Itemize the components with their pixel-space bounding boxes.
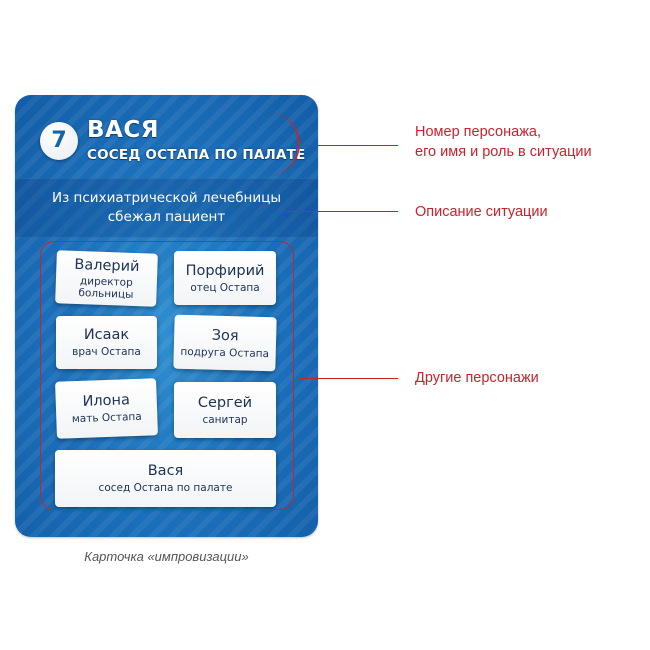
tile-role: сосед Остапа по палате [98, 482, 233, 494]
tile-name: Исаак [83, 327, 130, 343]
annotation-header-line-1: Номер персонажа, [415, 124, 541, 140]
character-number-badge: 7 [40, 122, 78, 160]
header-leader-line [298, 145, 398, 146]
tile-role: врач Остапа [72, 346, 141, 358]
character-tile: Зоя подруга Остапа [173, 314, 277, 372]
annotation-header: Номер персонажа, его имя и роль в ситуац… [415, 122, 592, 162]
tile-name: Вася [147, 463, 184, 479]
tile-role: санитар [202, 413, 248, 426]
tile-name: Порфирий [185, 262, 265, 279]
character-tile: Валерий директор больницы [55, 250, 158, 307]
characters-leader-line [300, 378, 398, 379]
situation-leader-line [283, 211, 398, 212]
figure-caption: Карточка «импровизации» [84, 549, 249, 564]
annotation-header-line-2: его имя и роль в ситуации [415, 144, 592, 160]
tile-role: подруга Остапа [180, 345, 270, 360]
character-name: ВАСЯ [87, 117, 159, 143]
character-tile: Исаак врач Остапа [56, 316, 157, 369]
annotation-situation: Описание ситуации [415, 204, 548, 220]
annotation-characters: Другие персонажи [415, 370, 539, 386]
character-tile-self: Вася сосед Остапа по палате [55, 450, 276, 507]
situation-line-1: Из психиатрической лечебницы [51, 190, 281, 206]
tile-name: Сергей [197, 394, 253, 411]
tile-role: мать Остапа [71, 410, 142, 426]
character-tile: Илона мать Остапа [55, 378, 158, 439]
character-tile: Сергей санитар [174, 382, 276, 438]
tile-role: отец Остапа [190, 281, 260, 294]
tile-role-cont: больницы [78, 286, 134, 301]
character-tile: Порфирий отец Остапа [174, 251, 276, 305]
character-role: СОСЕД ОСТАПА ПО ПАЛАТЕ [87, 147, 306, 163]
situation-description: Из психиатрической лечебницы сбежал паци… [15, 178, 318, 238]
situation-line-2: сбежал пациент [107, 209, 226, 225]
tile-name: Зоя [211, 327, 239, 344]
card-header: 7 ВАСЯ СОСЕД ОСТАПА ПО ПАЛАТЕ [15, 95, 318, 177]
tile-name: Валерий [74, 256, 140, 275]
tile-name: Илона [82, 392, 131, 410]
header-bracket [268, 112, 300, 176]
